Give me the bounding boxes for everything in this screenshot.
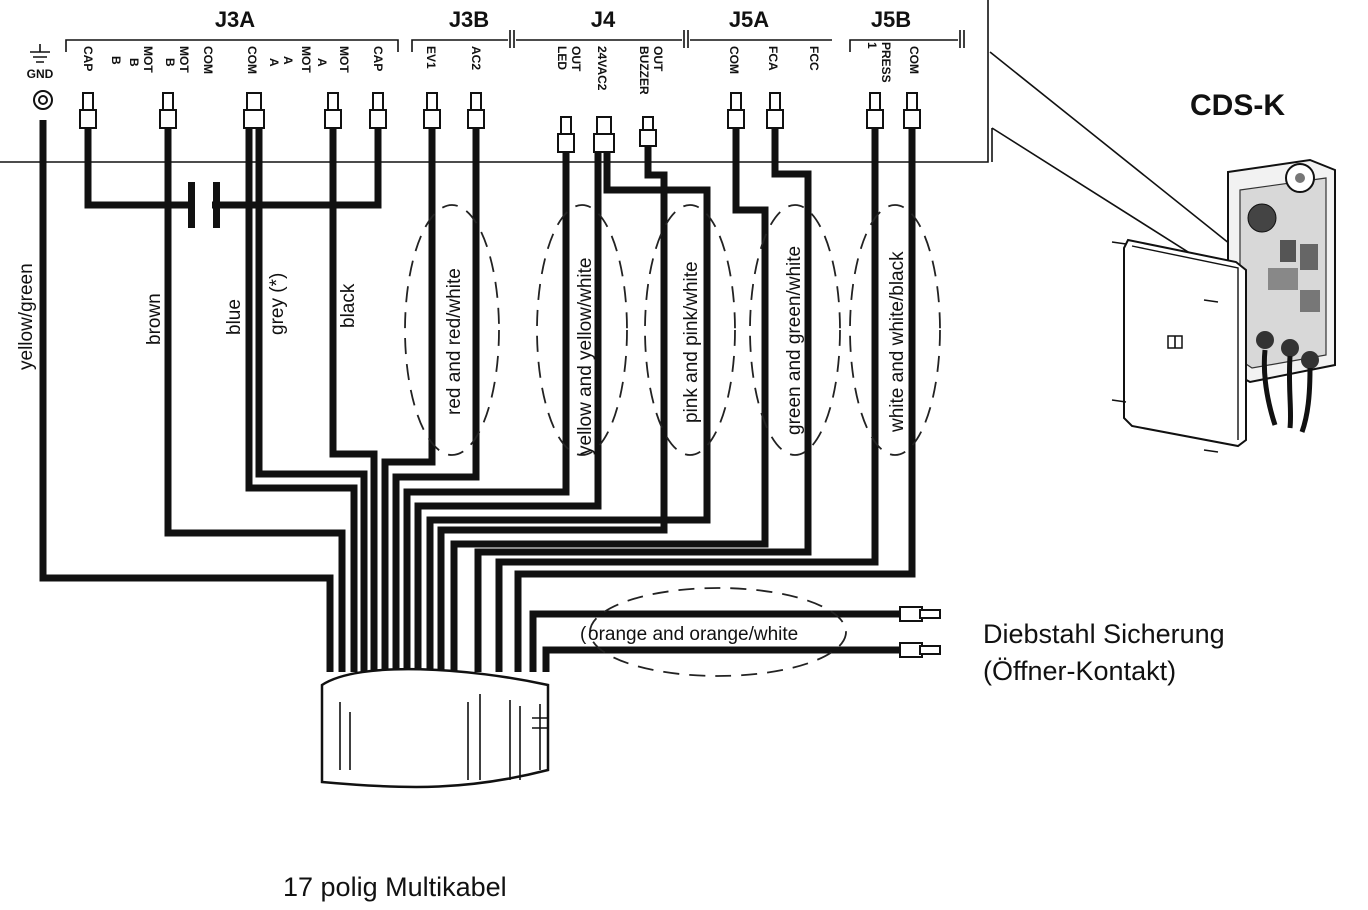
terminal-label: FCA — [766, 46, 780, 71]
wire-label-black: black — [338, 283, 359, 328]
terminal-label: CAP — [371, 46, 385, 71]
terminal-label: BUZZER — [637, 46, 651, 95]
terminal-label: MOT — [299, 46, 313, 73]
capacitor-icon — [188, 182, 220, 228]
terminal-label: PRESS — [879, 42, 893, 83]
terminal-label: OUT — [569, 46, 583, 72]
wire-labels: yellow/green brown blue grey (*) black r… — [16, 246, 908, 645]
device-title: CDS-K — [1190, 89, 1285, 122]
wire-green — [450, 128, 769, 672]
wire-white — [495, 128, 879, 672]
group-label-j3a: J3A — [215, 7, 255, 32]
wire-label-blue: blue — [224, 299, 245, 335]
paren: ( — [580, 624, 587, 645]
wire-black — [329, 128, 378, 672]
terminal-label: MOT — [177, 46, 191, 73]
wire-white-black — [514, 128, 916, 672]
cable-caption: 17 polig Multikabel — [283, 872, 507, 902]
terminal-label: COM — [245, 46, 259, 74]
wire-label-green: green and green/white — [784, 246, 805, 435]
wire-label-yellow-green: yellow/green — [16, 263, 37, 370]
group-label-j5b: J5B — [871, 7, 911, 32]
terminal-label: B — [109, 56, 123, 65]
wire-grey — [255, 128, 368, 672]
wire-cap-loop — [84, 128, 382, 209]
terminal-label: LED — [555, 46, 569, 70]
group-label-j3b: J3B — [449, 7, 489, 32]
ferrules — [33, 90, 941, 658]
terminal-labels: CAP B MOT B MOT B COM COM A MOT A MOT A … — [81, 42, 921, 95]
terminal-label: MOT — [337, 46, 351, 73]
terminal-label: A — [281, 56, 295, 65]
terminal-label: COM — [727, 46, 741, 74]
wire-label-brown: brown — [144, 293, 165, 345]
terminal-label: A — [315, 58, 329, 67]
wire-orange-white — [542, 646, 900, 672]
wire-blue — [245, 128, 358, 672]
terminal-label: COM — [201, 46, 215, 74]
pair-markers — [404, 204, 941, 677]
connector-brackets — [65, 30, 965, 52]
terminal-label: 1 — [865, 42, 879, 49]
wire-green-white — [474, 128, 812, 672]
multicable-sleeve — [320, 667, 550, 789]
wire-brown — [164, 128, 346, 672]
terminal-label: B — [127, 58, 141, 67]
device-illustration: CDS-K — [989, 51, 1336, 453]
terminal-label: OUT — [651, 46, 665, 72]
wire-label-grey: grey (*) — [267, 273, 288, 335]
wires — [39, 120, 916, 672]
wire-label-yellow: yellow and yellow/white — [575, 258, 596, 456]
terminal-label: AC2 — [469, 46, 483, 70]
wire-yellow-green — [39, 120, 334, 672]
wire-label-orange: orange and orange/white — [588, 624, 798, 645]
terminal-label: CAP — [81, 46, 95, 71]
group-label-j5a: J5A — [729, 7, 769, 32]
group-label-j4: J4 — [591, 7, 616, 32]
terminal-label: EV1 — [424, 46, 438, 69]
terminal-label: FCC — [807, 46, 821, 71]
board-outline — [0, 0, 993, 163]
gnd-label: GND — [27, 67, 54, 81]
wire-yellow-white — [414, 152, 602, 672]
wire-red-white — [392, 128, 480, 672]
wire-red — [381, 128, 436, 672]
theft-label-line1: Diebstahl Sicherung — [983, 619, 1225, 649]
wire-label-white: white and white/black — [887, 251, 908, 433]
terminal-label: COM — [907, 46, 921, 74]
terminal-label: A — [267, 58, 281, 67]
wire-label-red: red and red/white — [444, 268, 465, 415]
terminal-label: 24VAC2 — [595, 46, 609, 91]
wire-label-pink: pink and pink/white — [681, 261, 702, 423]
wire-yellow — [403, 152, 570, 672]
theft-label-line2: (Öffner-Kontakt) — [983, 656, 1176, 686]
terminal-label: B — [163, 58, 177, 67]
wire-pink-white — [437, 144, 668, 672]
wire-orange — [529, 610, 900, 672]
wire-pink — [426, 152, 711, 672]
ground-icon — [30, 44, 50, 63]
terminal-label: MOT — [141, 46, 155, 73]
